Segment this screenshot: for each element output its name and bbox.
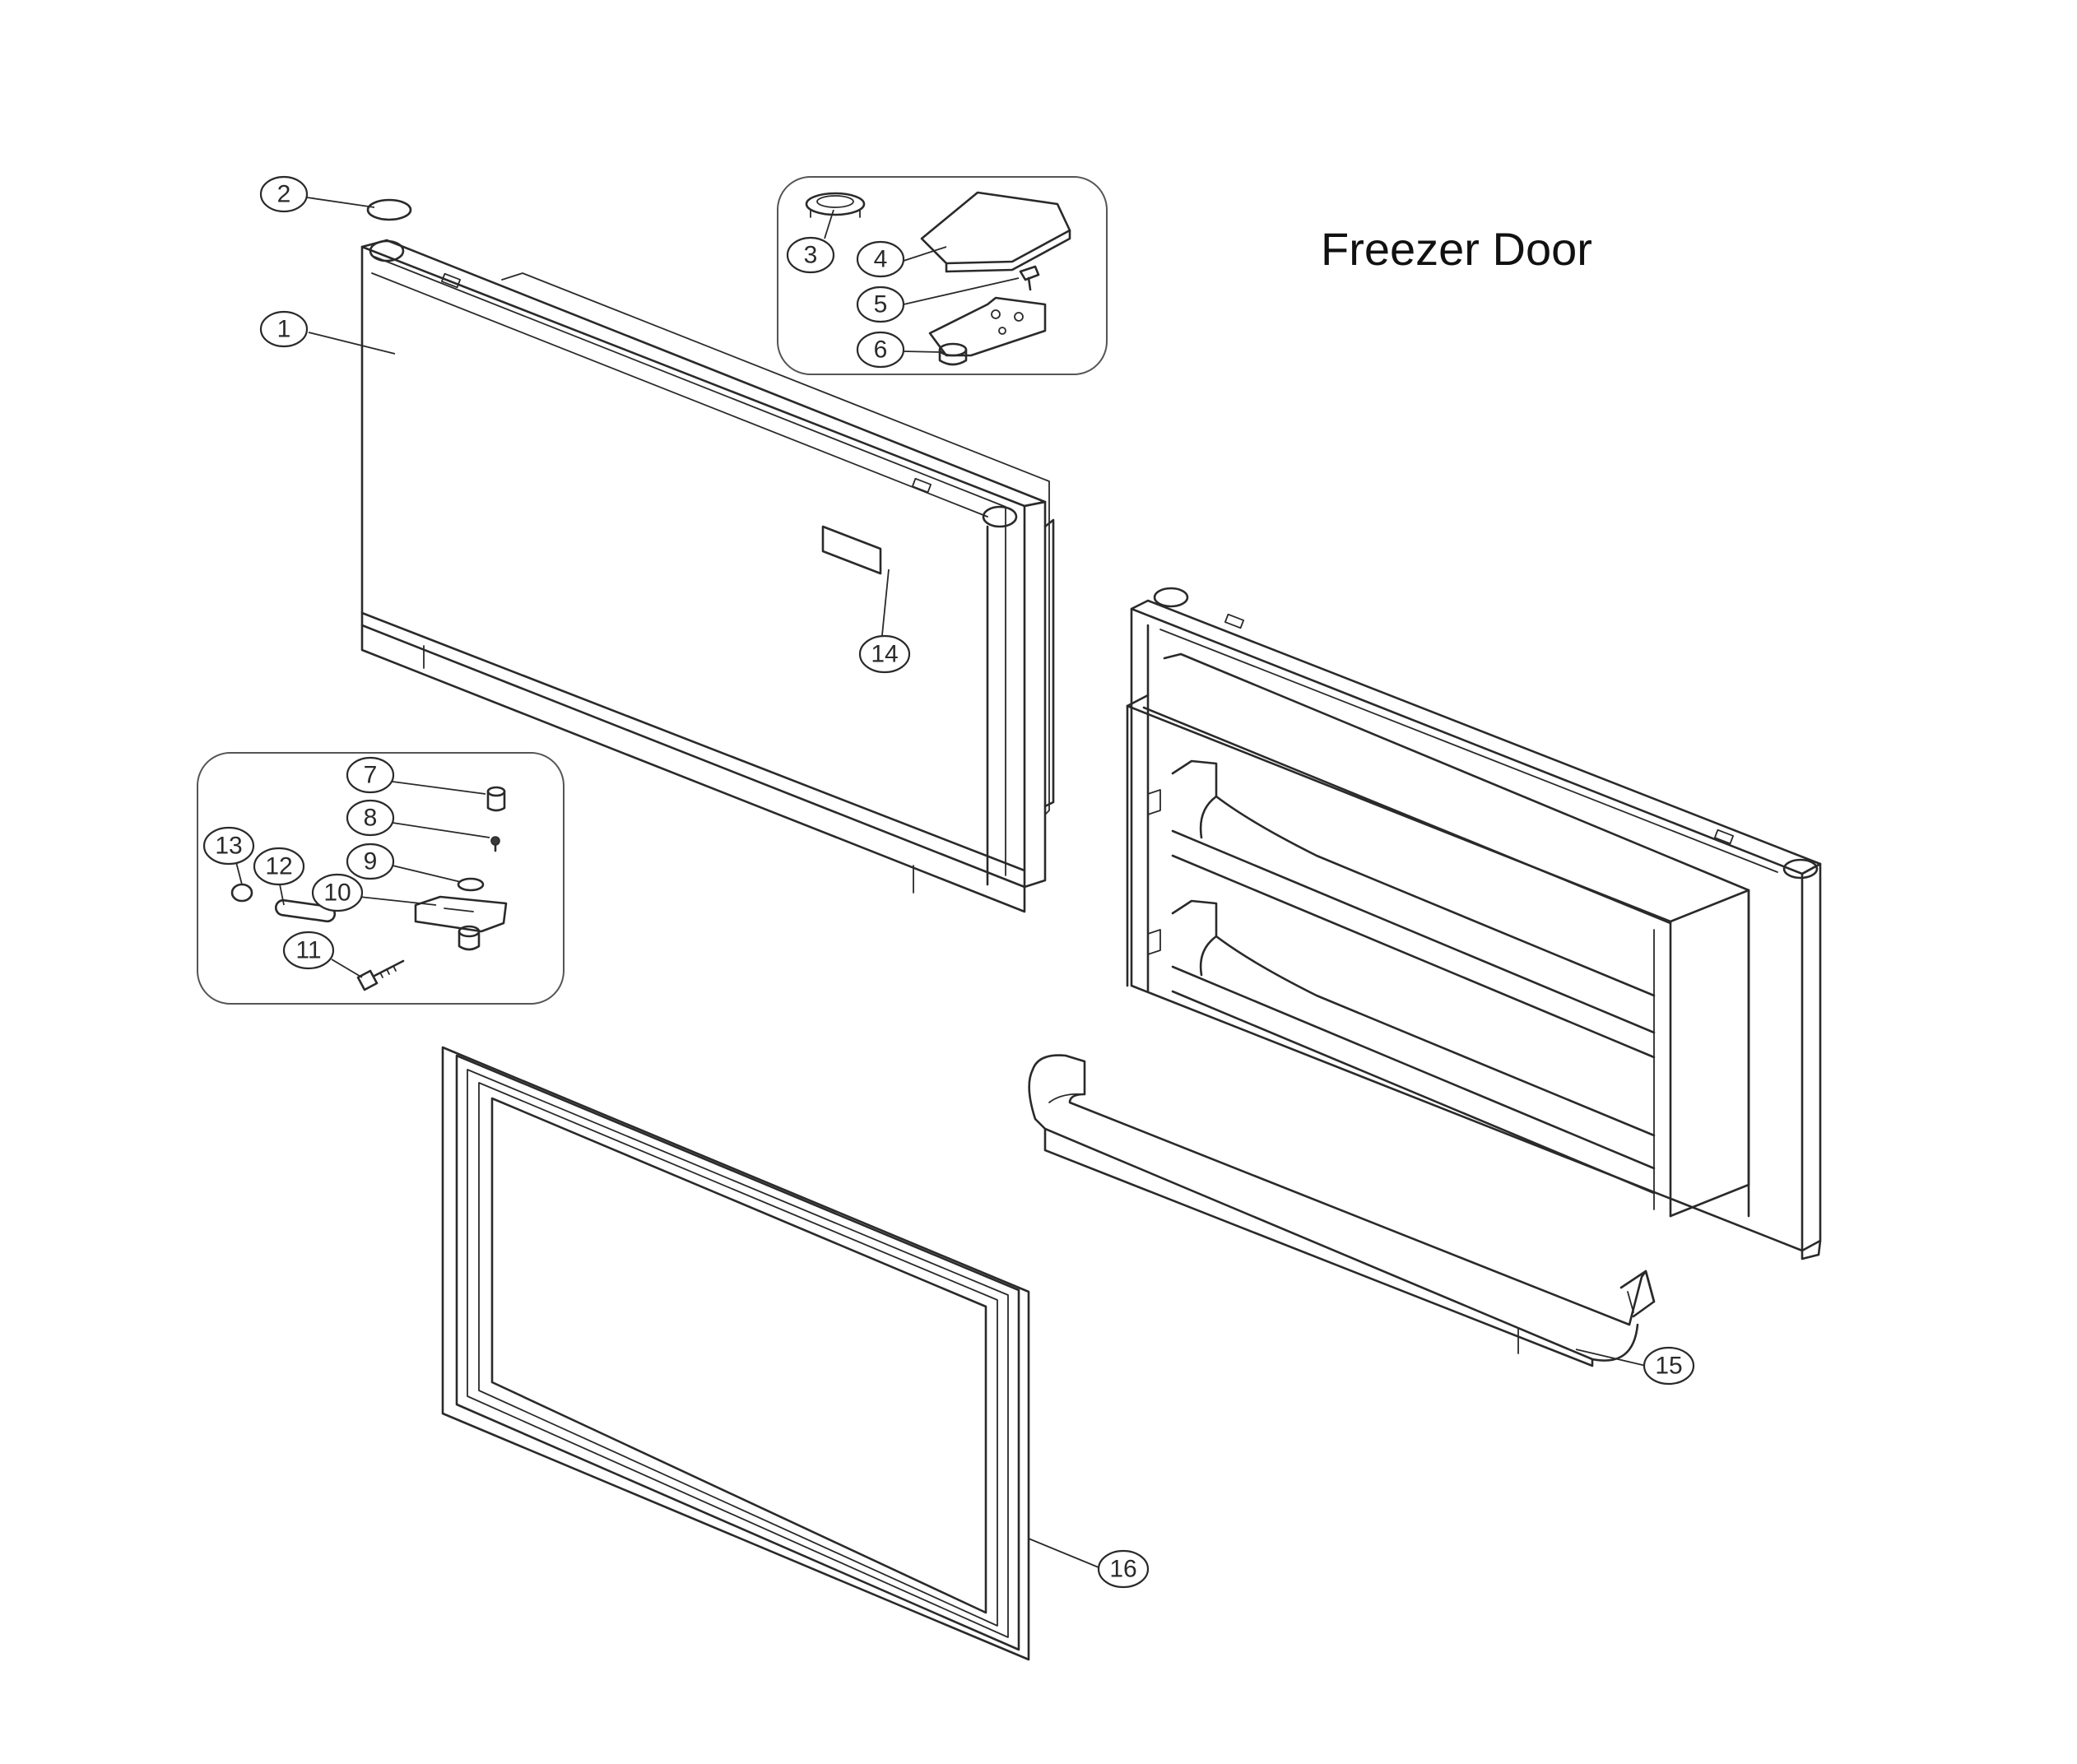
- svg-text:8: 8: [364, 805, 378, 832]
- callout-7: 7: [346, 756, 395, 794]
- part-8-screw: [490, 836, 500, 852]
- callout-5: 5: [856, 285, 905, 323]
- leader-8: [392, 822, 490, 838]
- svg-text:4: 4: [874, 246, 888, 273]
- part-16-gasket: [441, 1046, 1030, 1661]
- part-11-bolt: [356, 959, 405, 991]
- leader-10: [359, 896, 437, 906]
- svg-text:10: 10: [323, 880, 351, 907]
- leader-7: [392, 781, 486, 795]
- leader-13: [235, 861, 243, 885]
- leader-15: [1575, 1349, 1647, 1367]
- diagram-title: Freezer Door: [1321, 223, 1592, 275]
- leader-5: [903, 277, 1020, 305]
- svg-text:7: 7: [364, 762, 378, 789]
- svg-text:1: 1: [277, 316, 291, 343]
- part-7-pin: [486, 786, 506, 812]
- part-9-washer: [457, 877, 485, 892]
- svg-text:16: 16: [1109, 1556, 1136, 1583]
- svg-text:5: 5: [874, 291, 888, 318]
- part-15-door-bin: [1028, 1054, 1656, 1367]
- part-2-cap: [366, 198, 412, 221]
- callout-9: 9: [346, 843, 395, 880]
- svg-text:6: 6: [874, 337, 888, 364]
- svg-text:13: 13: [215, 833, 242, 860]
- callout-16: 16: [1097, 1549, 1150, 1589]
- leader-4: [903, 246, 947, 262]
- part-6-hinge-bracket: [928, 296, 1047, 366]
- lower-hinge-detail-box: [197, 752, 565, 1005]
- svg-text:11: 11: [295, 937, 321, 964]
- callout-10: 10: [311, 873, 364, 912]
- leader-16: [1028, 1538, 1099, 1568]
- part-3-cap: [805, 192, 866, 218]
- part-14-label: [821, 525, 882, 575]
- inner-door-liner: [1126, 587, 1822, 1260]
- part-10-hinge-bracket: [414, 895, 508, 951]
- svg-text:3: 3: [804, 242, 818, 269]
- callout-4: 4: [856, 240, 905, 278]
- leader-3: [824, 209, 834, 239]
- callout-11: 11: [282, 931, 335, 970]
- callout-2: 2: [259, 175, 309, 213]
- svg-text:14: 14: [871, 641, 898, 668]
- svg-text:2: 2: [277, 181, 291, 208]
- leader-11: [331, 959, 363, 978]
- callout-3: 3: [786, 236, 835, 274]
- callout-6: 6: [856, 331, 905, 369]
- svg-text:12: 12: [265, 853, 292, 880]
- svg-text:9: 9: [364, 848, 378, 875]
- part-12-spacer: [274, 898, 337, 923]
- callout-1: 1: [259, 310, 309, 348]
- leader-1: [308, 332, 396, 355]
- leader-9: [392, 865, 462, 883]
- part-4-hinge-cover: [920, 191, 1071, 273]
- callout-8: 8: [346, 799, 395, 837]
- part-5-screw: [1019, 265, 1040, 291]
- part-13-cap: [230, 883, 253, 903]
- callout-12: 12: [253, 847, 305, 886]
- leader-6: [903, 350, 943, 353]
- callout-15: 15: [1643, 1346, 1695, 1386]
- part-1-door-panel: [360, 239, 1055, 913]
- svg-text:15: 15: [1655, 1353, 1682, 1380]
- callout-14: 14: [858, 634, 911, 674]
- hinge-detail-box: [777, 176, 1108, 375]
- leader-2: [306, 197, 375, 208]
- callout-13: 13: [202, 826, 255, 866]
